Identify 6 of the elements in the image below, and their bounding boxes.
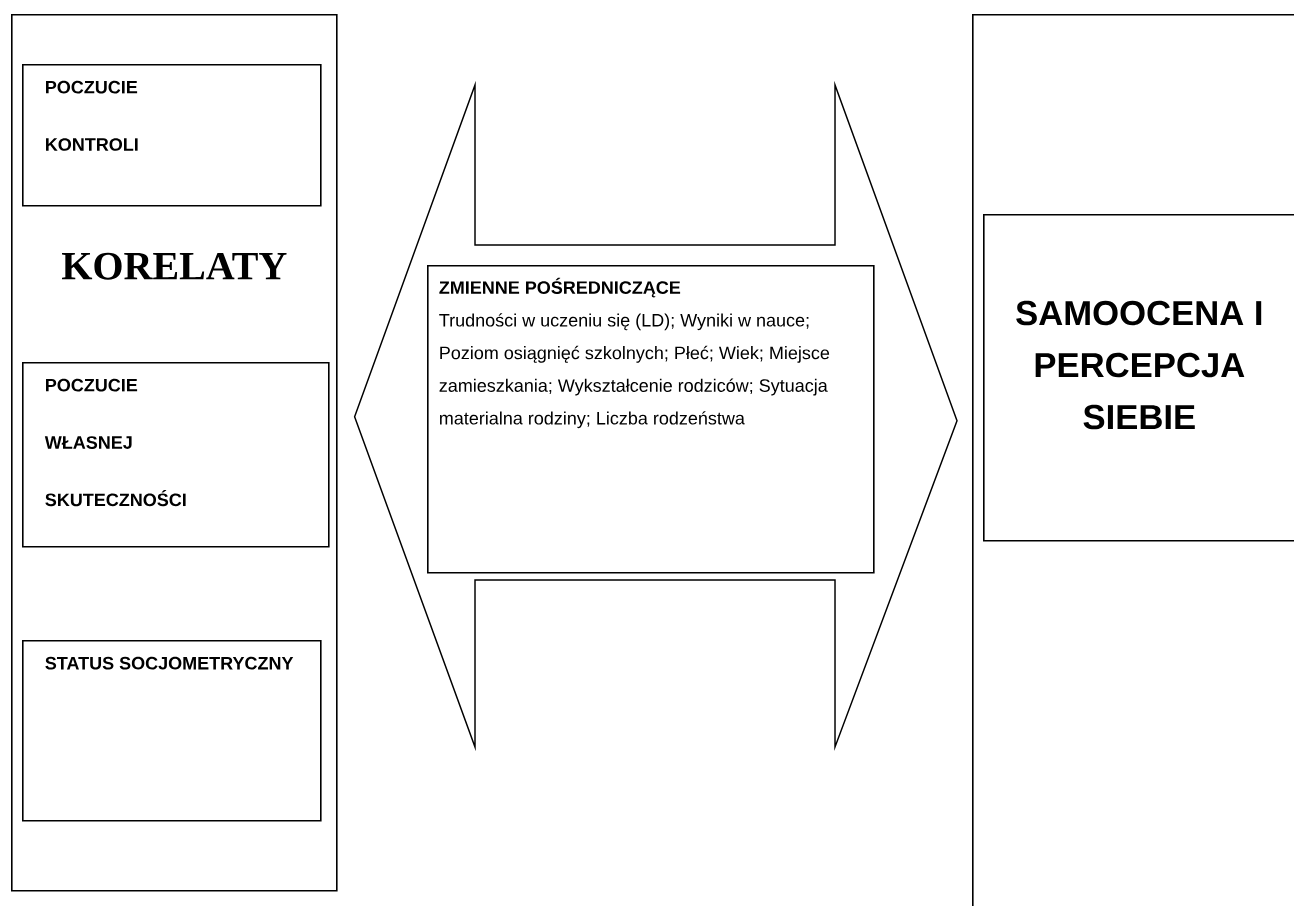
outcome-box: SAMOOCENA I PERCEPCJA SIEBIE — [983, 214, 1294, 542]
concept-box: POCZUCIE WŁASNEJ SKUTECZNOŚCI — [22, 362, 330, 548]
concept-box: STATUS SOCJOMETRYCZNY — [22, 640, 322, 822]
double-block-arrow — [353, 80, 958, 752]
mediator-box: ZMIENNE POŚREDNICZĄCE Trudności w uczeniu się (LD); Wyniki w nauce; Poziom osiągnięć szkolnych; Płeć; Wiek; Miejsce zamieszkania; Wykształcenie rodziców; Sytuacja materialna rodziny; Liczba rodzeństwa — [427, 265, 875, 574]
concept-box: POCZUCIE KONTROLI — [22, 64, 322, 207]
